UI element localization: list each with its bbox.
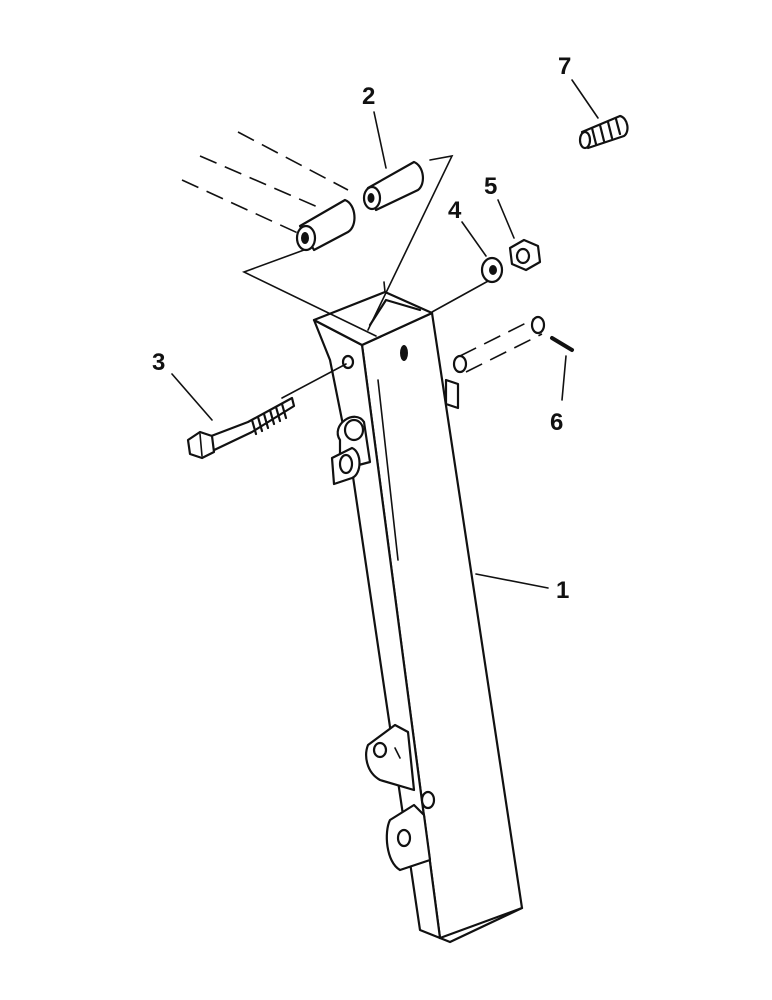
leader-7 — [571, 79, 599, 119]
leader-6 — [561, 355, 567, 401]
callout-3: 3 — [152, 349, 165, 376]
assembly-line-washer — [431, 279, 491, 313]
pivot-bracket — [330, 415, 372, 486]
bushing-part — [362, 160, 424, 212]
leader-3 — [171, 373, 213, 421]
callout-2: 2 — [362, 83, 375, 110]
hex-nut-part — [508, 238, 542, 272]
assembly-line-bushing — [367, 154, 454, 331]
clevis-pin-phantom — [452, 315, 546, 374]
assembly-line-arm — [241, 249, 377, 337]
leader-2 — [373, 111, 387, 169]
lock-washer-part — [480, 256, 504, 284]
callout-5: 5 — [484, 173, 497, 200]
hex-bolt-part — [186, 396, 296, 460]
post-tube-part — [312, 281, 524, 944]
assembly-line-bolt — [281, 363, 347, 399]
callout-1: 1 — [556, 577, 569, 604]
callout-4: 4 — [448, 197, 462, 224]
sleeve-part — [578, 114, 629, 150]
callout-6: 6 — [550, 409, 563, 436]
leader-4 — [461, 221, 487, 257]
leader-5 — [497, 199, 515, 239]
callout-7: 7 — [558, 53, 571, 80]
phantom-arm — [181, 131, 356, 252]
roll-pin-part — [550, 336, 574, 352]
leader-1 — [475, 573, 549, 589]
lower-mount-bracket-lower — [385, 790, 436, 872]
lower-mount-bracket-upper — [365, 723, 416, 792]
